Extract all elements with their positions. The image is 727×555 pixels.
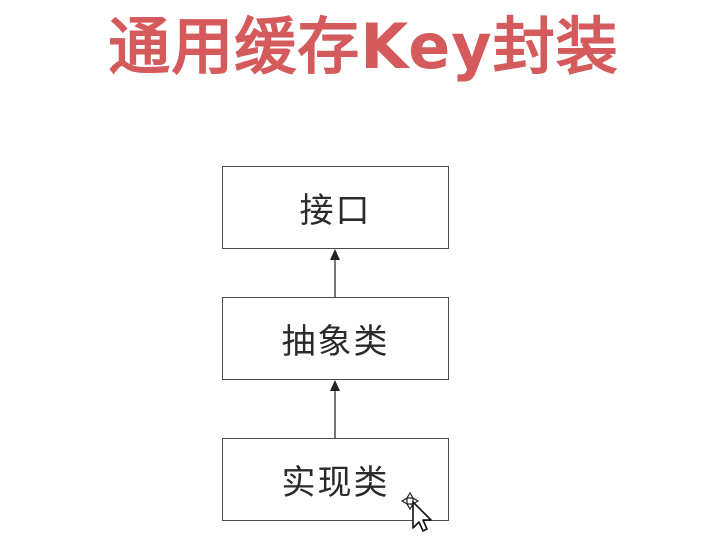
node-interface: 接口 [222,166,449,249]
node-implementation-class: 实现类 [222,438,449,521]
node-abstract-class: 抽象类 [222,297,449,380]
move-cursor-icon [401,492,432,532]
node-abstract-class-label: 抽象类 [281,322,390,362]
node-interface-label: 接口 [299,191,372,231]
arrowhead-interface [330,249,340,260]
node-implementation-class-label: 实现类 [281,463,390,503]
page-title: 通用缓存Key封装 [108,10,619,83]
arrowhead-abstract [330,380,340,391]
